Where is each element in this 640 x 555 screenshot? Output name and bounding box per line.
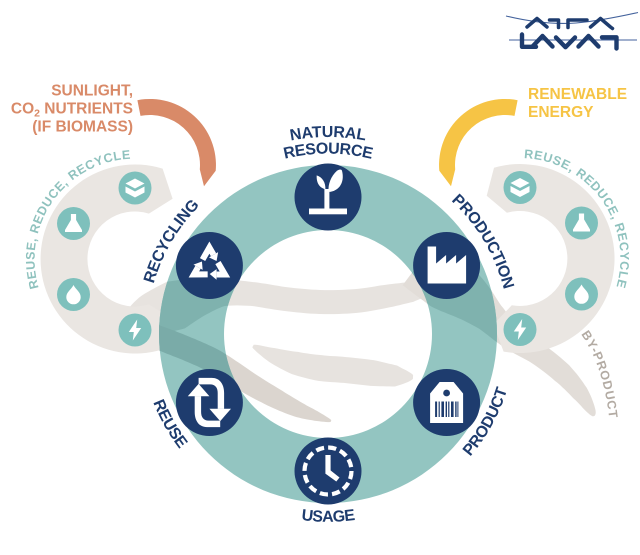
svg-text:(IF BIOMASS): (IF BIOMASS) bbox=[32, 119, 133, 136]
svg-text:NATURAL: NATURAL bbox=[289, 124, 368, 145]
svg-text:RENEWABLE: RENEWABLE bbox=[528, 86, 627, 103]
svg-text:CO2 NUTRIENTS: CO2 NUTRIENTS bbox=[11, 101, 133, 120]
svg-text:ENERGY: ENERGY bbox=[528, 104, 594, 121]
svg-text:SUNLIGHT,: SUNLIGHT, bbox=[51, 83, 133, 100]
svg-text:USAGE: USAGE bbox=[301, 507, 357, 526]
svg-text:RESOURCE: RESOURCE bbox=[282, 140, 375, 162]
